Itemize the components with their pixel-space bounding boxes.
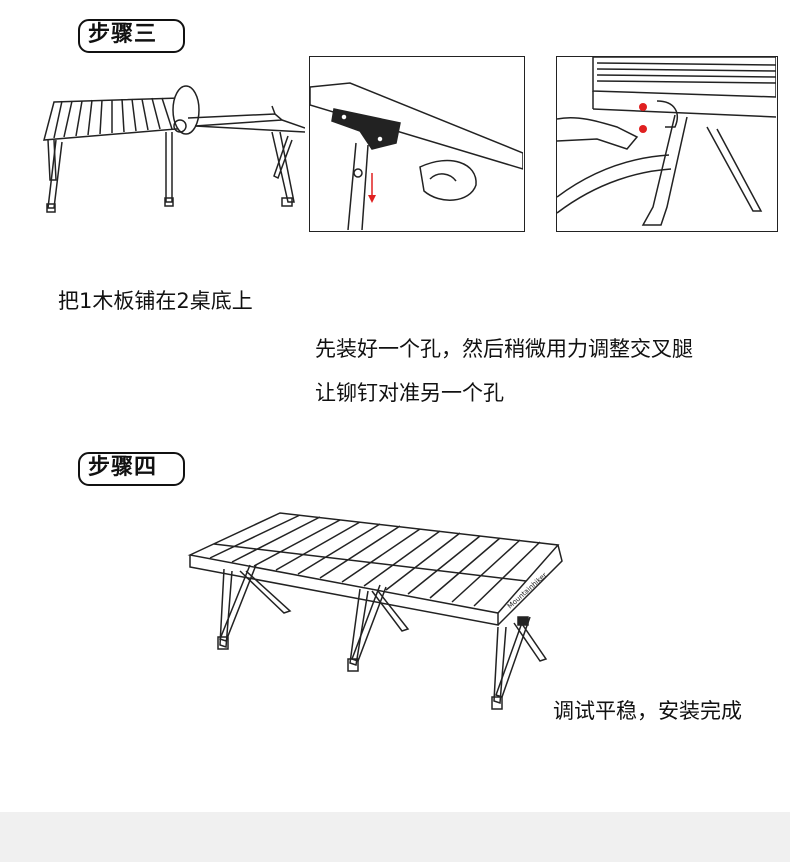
step4-title-badge: 步骤四 — [78, 452, 185, 486]
finished-table-illustration: Mountainhiker — [187, 512, 563, 710]
rivet-detail-panel — [309, 56, 525, 232]
step3-caption-2-line-1: 先装好一个孔，然后稍微用力调整交叉腿 — [315, 337, 693, 361]
cross-leg-detail-drawing — [557, 57, 776, 226]
step4-caption: 调试平稳，安装完成 — [553, 699, 742, 723]
step3-caption-1: 把1木板铺在2桌底上 — [58, 289, 253, 313]
step3-caption-2-line-2: 让铆钉对准另一个孔 — [315, 381, 504, 405]
footer-band — [0, 812, 790, 862]
rivet-detail-drawing — [310, 82, 523, 230]
step3-title-badge: 步骤三 — [78, 19, 185, 53]
cross-leg-detail-panel — [556, 56, 778, 232]
table-rolling-illustration — [43, 85, 305, 213]
